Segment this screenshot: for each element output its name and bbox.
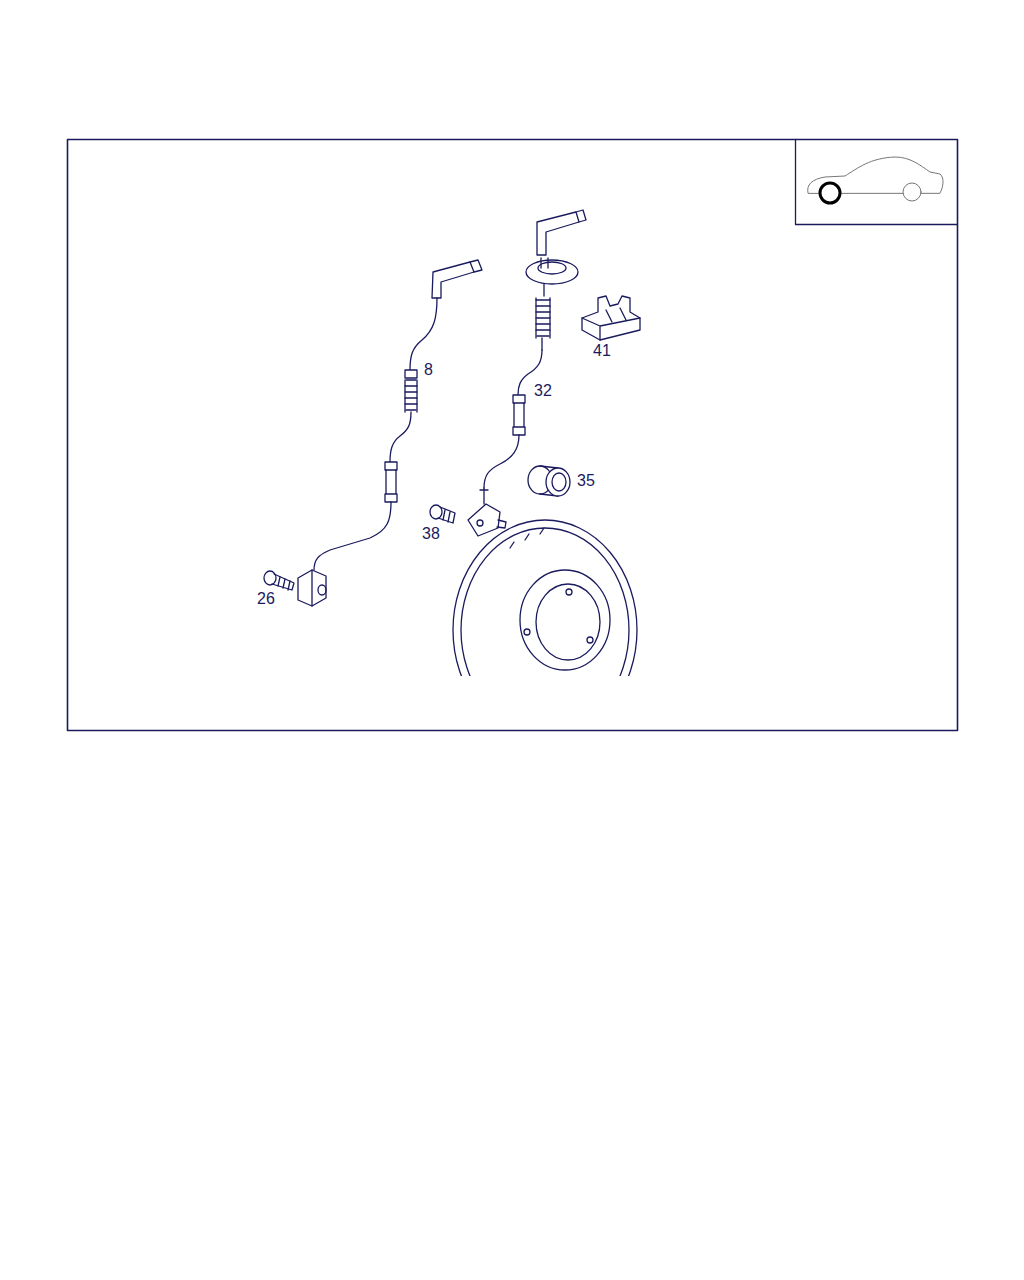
- bolt-26: [264, 571, 294, 590]
- bushing-35: [528, 466, 570, 496]
- diagram-frame: [68, 140, 958, 731]
- bolt-38: [430, 505, 455, 523]
- callout-number: 38: [421, 525, 441, 543]
- speed-sensor-cable-8: [298, 260, 482, 606]
- callout-number: 8: [423, 361, 434, 379]
- callout-number: 26: [256, 590, 276, 608]
- vehicle-location-inset: [796, 140, 958, 225]
- speed-sensor-cable-32: [468, 210, 586, 536]
- callout-number: 32: [533, 382, 553, 400]
- brake-disc: [453, 520, 637, 676]
- retaining-clip-41: [582, 296, 640, 340]
- callout-number: 41: [592, 342, 612, 360]
- callout-number: 35: [576, 472, 596, 490]
